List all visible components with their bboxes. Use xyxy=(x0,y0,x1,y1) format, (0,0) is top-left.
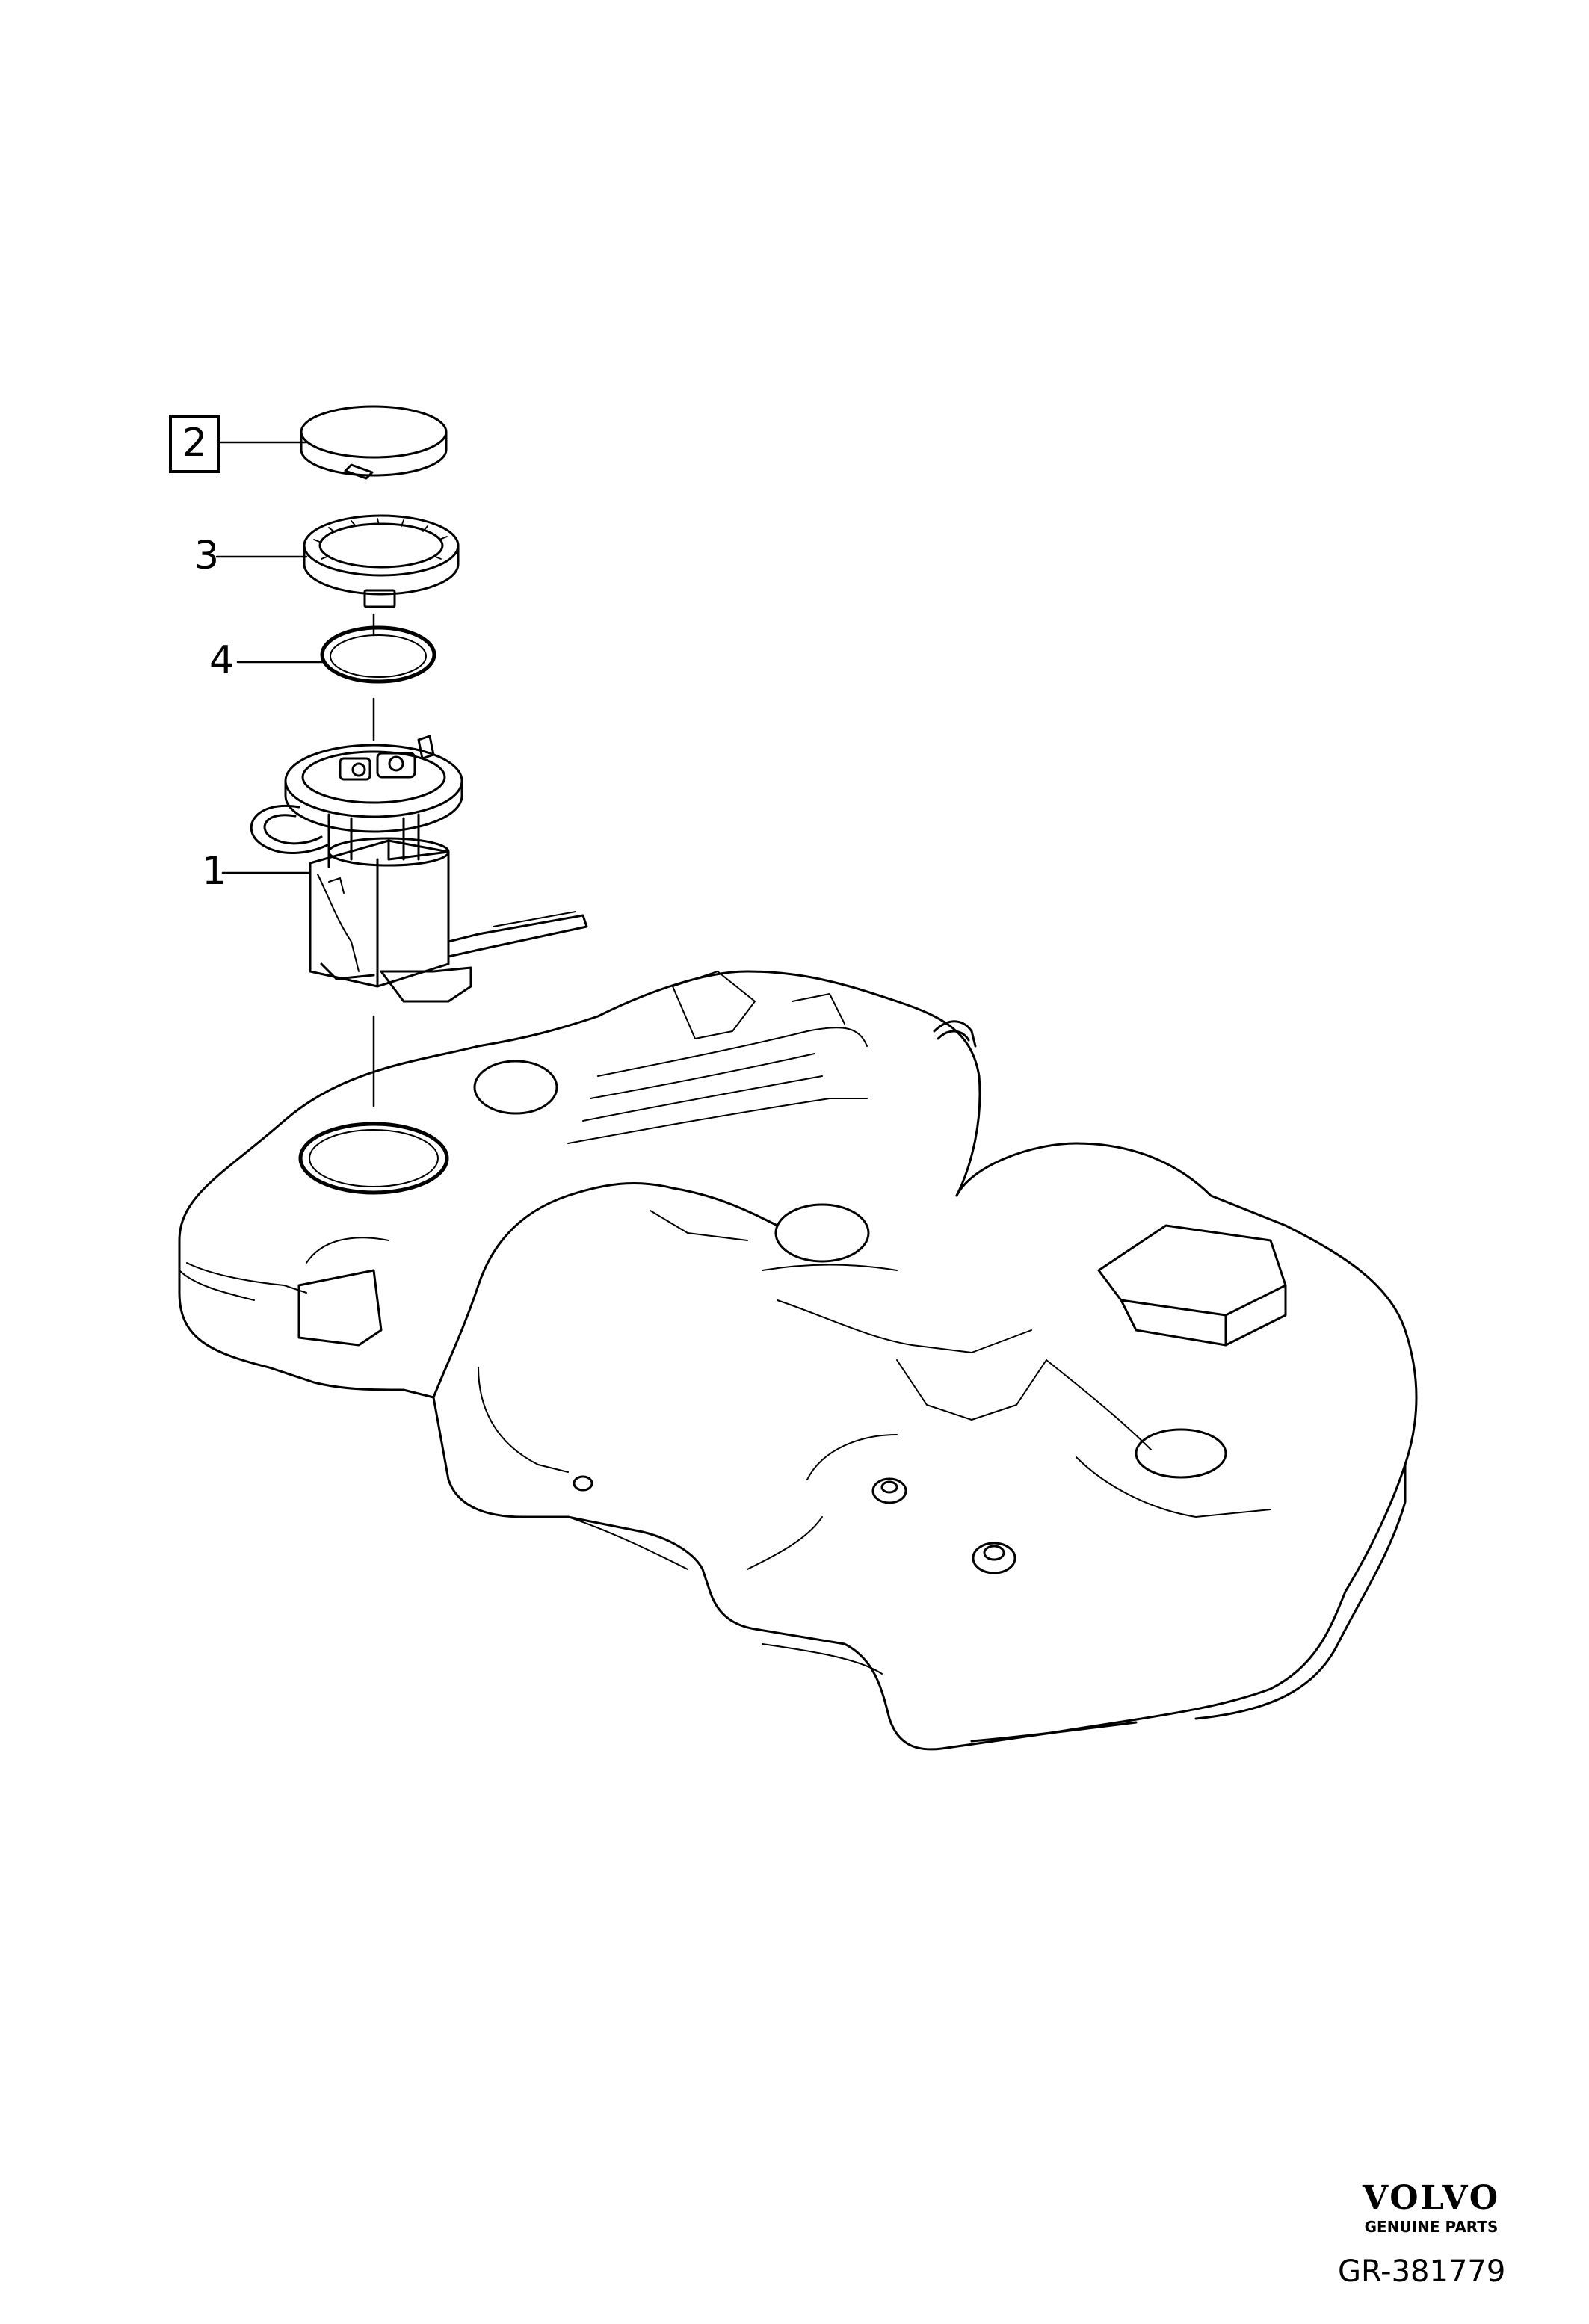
leader-lines xyxy=(215,441,375,1107)
callout-2: 2 xyxy=(169,415,221,473)
lock-ring-part xyxy=(303,514,460,608)
fuel-tank xyxy=(178,970,1418,1751)
callout-4: 4 xyxy=(209,638,235,683)
gasket-part xyxy=(320,625,436,684)
callout-1: 1 xyxy=(202,849,227,894)
genuine-parts-label: GENUINE PARTS xyxy=(1364,2218,1499,2236)
figure-id: GR-381779 xyxy=(1338,2255,1506,2289)
callout-3: 3 xyxy=(194,534,220,578)
volvo-brand: VOLVO GENUINE PARTS xyxy=(1342,2179,1521,2236)
tank-studs xyxy=(573,1475,1016,1574)
fuel-pump-module-part xyxy=(250,735,588,1003)
volvo-logo: VOLVO xyxy=(1362,2179,1501,2217)
clamp-band-part xyxy=(300,405,448,480)
